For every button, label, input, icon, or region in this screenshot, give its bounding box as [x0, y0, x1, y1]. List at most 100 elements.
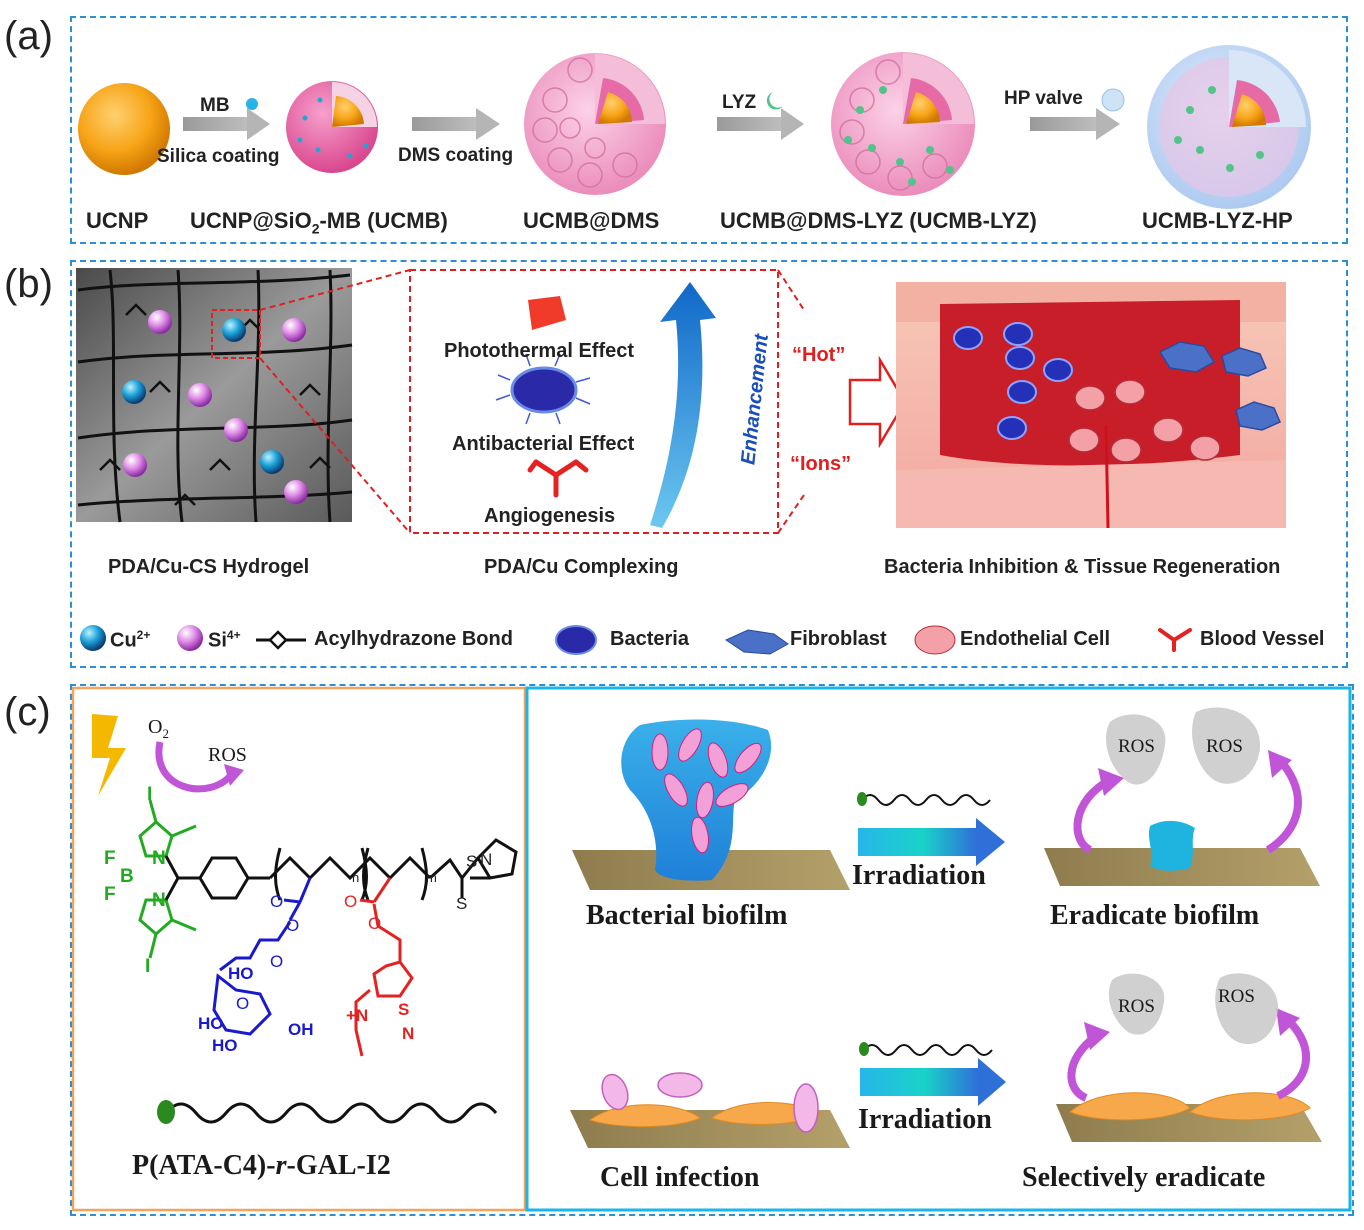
- biofilm-bacteria: [651, 728, 762, 854]
- irradiation-arrow-bottom: [859, 1042, 1006, 1106]
- atom-ho3: HO: [212, 1036, 238, 1055]
- ucmb-dms-sphere: [524, 53, 666, 195]
- label-ucmb-hp: UCMB-LYZ-HP: [1142, 208, 1293, 233]
- atom-i-top: I: [147, 784, 153, 805]
- ros-polymer-blob-4: [1215, 973, 1279, 1045]
- angiogenesis-label: Angiogenesis: [484, 505, 616, 527]
- ros-label-4: ROS: [1218, 986, 1255, 1007]
- arrow-hp-label: HP valve: [1004, 88, 1083, 109]
- atom-o3: O: [270, 952, 284, 971]
- thiazolium-side-chain: [354, 877, 414, 1057]
- healthy-host-cells: [1069, 1092, 1311, 1121]
- outline-arrow: [848, 355, 907, 449]
- photothermal-label: Photothermal Effect: [444, 340, 635, 362]
- arrow-dms: [412, 108, 500, 140]
- arrow-silica-label: Silica coating: [157, 146, 280, 167]
- panel-c-letter: (c): [4, 690, 51, 734]
- bacterium-icon: [495, 353, 591, 425]
- biofilm-remnant: [1148, 820, 1195, 871]
- atom-n-pyr: N: [480, 850, 493, 869]
- infecting-bacteria: [601, 1072, 819, 1133]
- atom-f2: F: [104, 884, 116, 905]
- arrow-lyz-label: LYZ: [722, 92, 757, 113]
- label-ucmb: UCNP@SiO2-MB (UCMB): [190, 208, 448, 237]
- ros-arrow-right-bottom: [1276, 1017, 1310, 1100]
- panel-a-letter: (a): [4, 14, 53, 58]
- atom-n-sub: n: [352, 870, 360, 885]
- legend-bacteria: Bacteria: [610, 628, 689, 650]
- gal-side-chain: [212, 877, 312, 1036]
- cell-infection-label: Cell infection: [600, 1162, 760, 1193]
- ros-label-3: ROS: [1118, 996, 1155, 1017]
- panel-c-frame: [70, 684, 1354, 1216]
- ros-polymer-blob-3: [1108, 973, 1165, 1035]
- ros-label-1: ROS: [1118, 736, 1155, 757]
- panel-a-frame: [70, 16, 1348, 244]
- ros-polymer-blob-2: [1192, 707, 1261, 784]
- photothermal-icon: [528, 296, 566, 330]
- hydrogel-network: [77, 269, 353, 523]
- label-ucnp: UCNP: [86, 208, 149, 233]
- regeneration-caption: Bacteria Inhibition & Tissue Regeneratio…: [884, 556, 1281, 578]
- legend-endothelial: Endothelial Cell: [960, 628, 1111, 650]
- polymer-chain-cartoon: [157, 1100, 498, 1124]
- eradicate-biofilm-label: Eradicate biofilm: [1050, 900, 1260, 931]
- label-ucmb-dms: UCMB@DMS: [523, 208, 660, 233]
- atom-ho1: HO: [228, 964, 254, 983]
- hot-label: “Hot”: [792, 344, 846, 366]
- ucmb-hp-sphere: [1147, 45, 1311, 209]
- arrow-lyz: [717, 92, 804, 140]
- ros-arrow-right-top: [1265, 757, 1302, 854]
- irradiation-arrow-top: [857, 792, 1005, 866]
- atom-s2: S: [456, 894, 468, 913]
- atom-f1: F: [104, 848, 116, 869]
- bodipy-linker: [164, 838, 518, 901]
- hydrogel-ions: [122, 310, 308, 504]
- ros-arrow-left-top: [1073, 776, 1113, 854]
- effects-box: [409, 269, 779, 534]
- legend-si: Si4+: [208, 628, 241, 652]
- atom-n-thz2: N: [402, 1024, 415, 1043]
- atom-s1: S: [466, 852, 478, 871]
- o2-label: O2: [148, 716, 169, 741]
- zoom-box: [211, 309, 261, 359]
- legend-fibroblast: Fibroblast: [790, 628, 887, 650]
- ros-label-2: ROS: [1206, 736, 1243, 757]
- atom-b: B: [120, 866, 134, 887]
- ros-cycle-arrow: [155, 741, 235, 793]
- atom-n1: N: [152, 848, 166, 869]
- panel-b-frame: [70, 260, 1348, 668]
- atom-o5: O: [344, 892, 358, 911]
- legend-acyl: Acylhydrazone Bond: [314, 628, 513, 650]
- mechanism-box: [525, 686, 1352, 1212]
- ions-label: “Ions”: [790, 453, 852, 475]
- bodipy-core: [138, 799, 197, 959]
- arrow-mb: [183, 98, 270, 140]
- atom-n-thz: +N: [346, 1006, 369, 1025]
- ros-label: ROS: [208, 744, 247, 766]
- atom-s-thz: S: [398, 1000, 410, 1019]
- atom-n2: N: [152, 890, 166, 911]
- label-ucmb-lyz: UCMB@DMS-LYZ (UCMB-LYZ): [720, 208, 1037, 233]
- ros-polymer-blob-1: [1106, 714, 1166, 785]
- complexing-caption: PDA/Cu Complexing: [484, 556, 679, 578]
- atom-o1: O: [270, 892, 284, 911]
- ros-arrow-left-bottom: [1067, 1032, 1099, 1102]
- atom-ho2: HO: [198, 1014, 224, 1033]
- bacterial-biofilm-label: Bacterial biofilm: [586, 900, 788, 931]
- ucmb-sphere: [286, 81, 378, 173]
- atom-o2: O: [286, 916, 300, 935]
- selectively-eradicate-label: Selectively eradicate: [1022, 1162, 1266, 1193]
- hydrogel-caption: PDA/Cu-CS Hydrogel: [108, 556, 310, 578]
- enhancement-arrow: [650, 282, 716, 528]
- atom-i-bottom: I: [145, 956, 151, 977]
- host-cells: [588, 1102, 821, 1128]
- arrow-mb-label: MB: [200, 95, 230, 116]
- arrow-dms-label: DMS coating: [398, 145, 514, 166]
- legend-cu: Cu2+: [110, 628, 151, 652]
- antibacterial-label: Antibacterial Effect: [452, 433, 635, 455]
- atom-o6: O: [368, 914, 382, 933]
- atom-m-sub: m: [426, 870, 437, 885]
- atom-o4: O: [236, 994, 250, 1013]
